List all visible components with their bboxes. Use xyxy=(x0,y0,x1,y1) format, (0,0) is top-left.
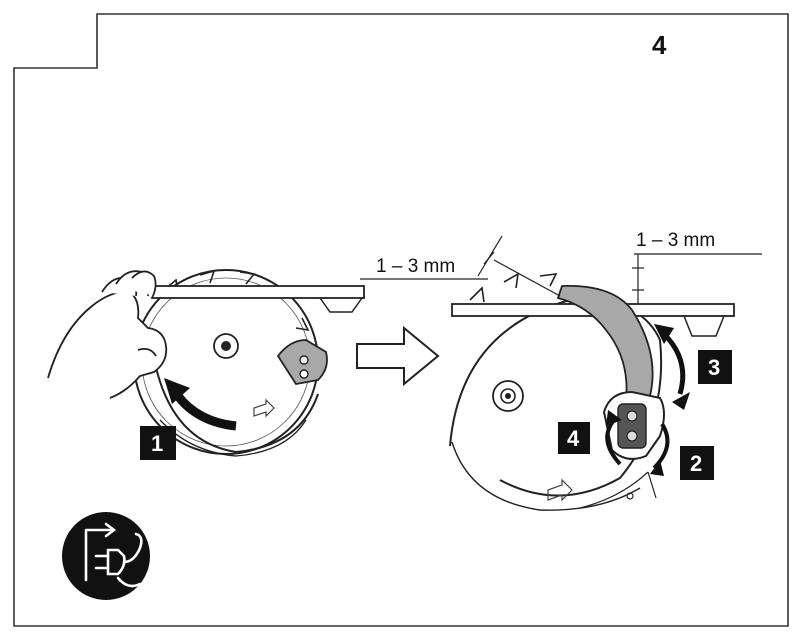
clearance-dimension-left xyxy=(360,235,561,297)
right-rotation-marker xyxy=(547,478,573,502)
step-badge-3: 3 xyxy=(698,350,732,384)
step-badge-2: 2 xyxy=(680,446,714,480)
step-badge-1: 1 xyxy=(140,426,176,460)
left-illustration xyxy=(47,269,365,457)
hand-illustration xyxy=(47,270,168,399)
left-rotation-arrow xyxy=(174,393,237,431)
clearance-label-left: 1 – 3 mm xyxy=(376,256,455,277)
figure-number: 4 xyxy=(652,30,667,60)
unplug-power-icon xyxy=(62,512,150,600)
clearance-dimension-right xyxy=(632,253,762,304)
svg-text:3: 3 xyxy=(708,355,720,380)
right-illustration xyxy=(449,272,735,511)
guard-adjust-arrow xyxy=(662,332,686,395)
svg-text:4: 4 xyxy=(567,426,580,451)
svg-text:2: 2 xyxy=(690,451,702,476)
right-saw-blade xyxy=(449,272,663,497)
page-frame xyxy=(13,13,789,627)
step-badge-4: 4 xyxy=(558,422,590,454)
left-base-plate xyxy=(151,285,365,299)
right-arrow-icon xyxy=(356,325,440,387)
clearance-label-right: 1 – 3 mm xyxy=(636,230,715,251)
right-housing xyxy=(451,441,641,511)
left-rotation-marker xyxy=(253,398,275,418)
left-housing xyxy=(149,329,319,454)
svg-text:1: 1 xyxy=(151,431,163,456)
